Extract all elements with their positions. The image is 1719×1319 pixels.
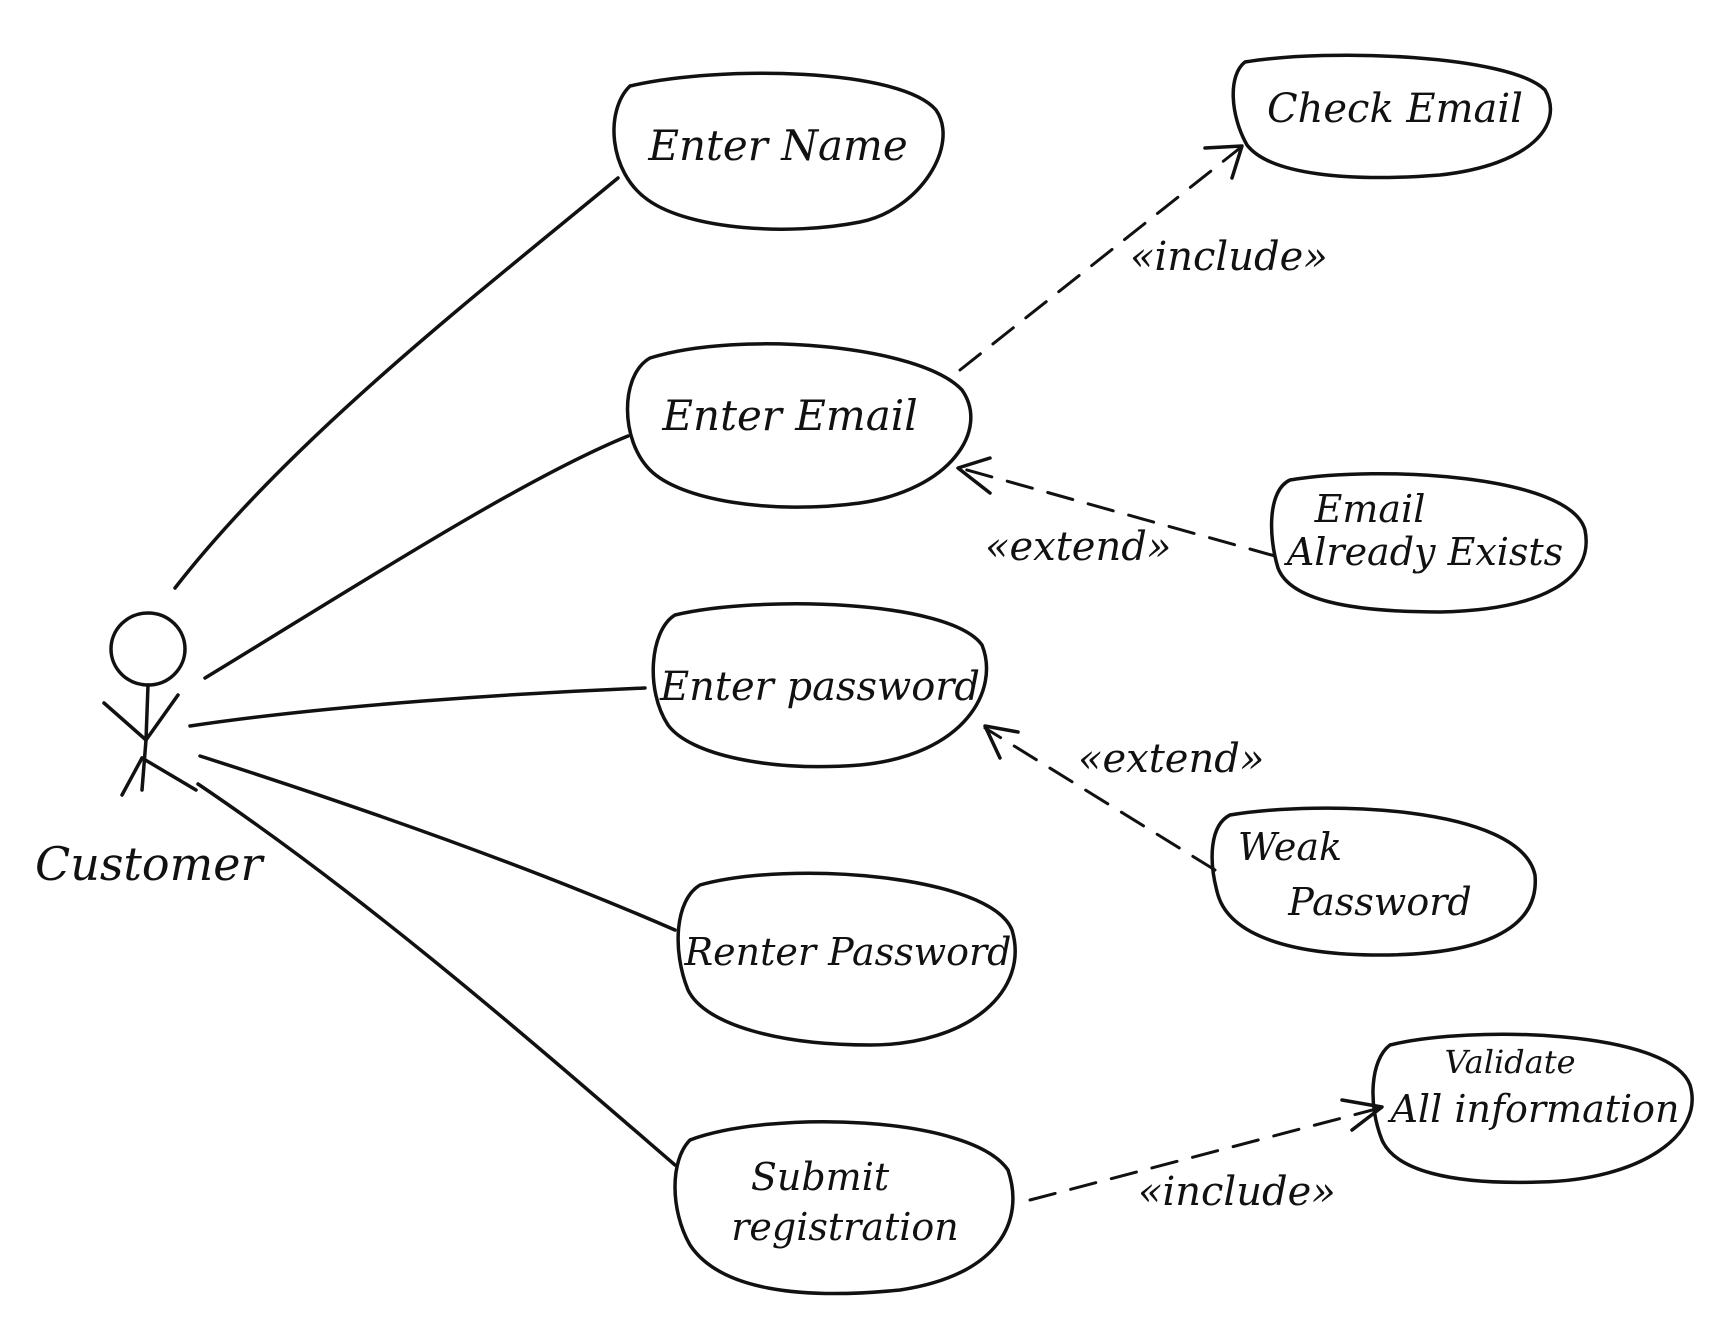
association-submit-registration	[196, 782, 677, 1167]
use-case-submit-registration: Submit registration	[673, 1120, 1015, 1296]
use-case-weak-password: Weak Password	[1210, 806, 1537, 957]
use-case-enter-password: Enter password	[651, 602, 989, 769]
use-case-email-already-exists: Email Already Exists	[1269, 471, 1588, 614]
use-case-label: Enter password	[659, 664, 980, 710]
use-case-label: Check Email	[1267, 86, 1523, 132]
associations	[173, 176, 677, 1167]
use-case-label-line-2: registration	[731, 1205, 959, 1249]
use-case-label: Enter Name	[647, 121, 907, 170]
association-enter-password	[188, 686, 647, 728]
arrowhead-icon	[983, 724, 1020, 760]
stereotype-label: «include»	[1130, 234, 1328, 280]
association-enter-email	[203, 434, 630, 680]
use-case-reenter-password: Renter Password	[676, 871, 1017, 1047]
use-case-enter-name: Enter Name	[612, 71, 945, 231]
use-case-label-line-2: Already Exists	[1284, 530, 1563, 574]
use-case-label-line-2: All information	[1387, 1087, 1679, 1131]
stereotype-label: «extend»	[1078, 736, 1264, 782]
association-enter-name	[173, 176, 620, 590]
stereotype-label: «extend»	[985, 524, 1171, 570]
use-case-label-line-2: Password	[1287, 880, 1471, 924]
actor-customer: Customer	[35, 611, 265, 891]
use-case-label-line-1: Validate	[1444, 1043, 1575, 1081]
arrowhead-icon	[1203, 144, 1244, 180]
relationship-include-check-email: «include»	[958, 144, 1328, 372]
use-case-enter-email: Enter Email	[625, 342, 973, 509]
use-case-label: Enter Email	[661, 391, 917, 440]
use-case-label-line-1: Weak	[1238, 825, 1342, 869]
arrowhead-icon	[1340, 1098, 1384, 1132]
arrowhead-icon	[956, 456, 992, 495]
use-case-check-email: Check Email	[1231, 53, 1553, 180]
association-reenter-password	[198, 754, 677, 932]
use-case-label-line-1: Email	[1314, 487, 1426, 531]
relationship-extend-email-exists: «extend»	[956, 456, 1277, 570]
relationship-include-validate: «include»	[1028, 1098, 1384, 1215]
stereotype-label: «include»	[1138, 1169, 1336, 1215]
use-case-label: Renter Password	[684, 930, 1012, 974]
relationship-extend-weak-password: «extend»	[983, 724, 1264, 872]
use-case-validate-all-information: Validate All information	[1371, 1032, 1694, 1185]
use-case-label-line-1: Submit	[751, 1155, 890, 1199]
stick-figure-icon	[102, 611, 198, 797]
actor-name: Customer	[35, 837, 265, 891]
